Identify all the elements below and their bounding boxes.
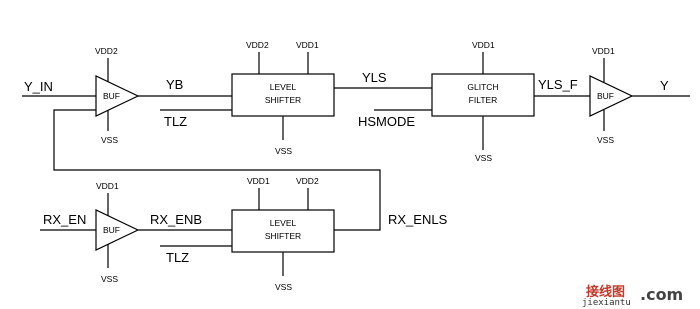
gf-vdd: VDD1 (472, 40, 495, 50)
signal-y: Y (660, 78, 669, 93)
buf-top-left-label: BUF (103, 91, 120, 101)
signal-yls-f: YLS_F (538, 77, 578, 92)
watermark-site: jiexiantu (582, 298, 631, 308)
ls-top-label2: SHIFTER (265, 95, 301, 105)
buf-top-right: BUF VDD1 VSS (589, 46, 634, 145)
signal-yls: YLS (362, 70, 387, 85)
wire-feedback-loop (53, 109, 381, 231)
buf-top-left-vdd: VDD2 (95, 46, 118, 56)
ls-top-label1: LEVEL (270, 82, 297, 92)
buf-bottom: BUF VDD1 VSS (95, 181, 140, 284)
signal-rx-enls: RX_ENLS (388, 212, 448, 227)
watermark: 接线图 jiexiantu .com (582, 284, 683, 308)
buf-top-left-vss: VSS (101, 135, 118, 145)
ls-top-vdd-left: VDD2 (246, 40, 269, 50)
signal-hsmode: HSMODE (358, 114, 415, 129)
buf-bottom-vss: VSS (101, 274, 118, 284)
buf-top-left: BUF VDD2 VSS (95, 46, 140, 145)
buf-top-right-label: BUF (597, 91, 614, 101)
gf-label1: GLITCH (467, 82, 498, 92)
signal-y-in: Y_IN (24, 79, 53, 94)
gf-label2: FILTER (469, 95, 498, 105)
buf-top-right-vss: VSS (597, 135, 614, 145)
level-shifter-bottom: LEVEL SHIFTER VDD1 VDD2 VSS (231, 176, 335, 292)
buf-bottom-label: BUF (103, 225, 120, 235)
signal-tlz-bottom: TLZ (166, 250, 189, 265)
watermark-domain: .com (640, 285, 683, 304)
ls-bottom-vdd-left: VDD1 (247, 176, 270, 186)
glitch-filter: GLITCH FILTER VDD1 VSS (431, 40, 535, 163)
ls-top-vdd-right: VDD1 (296, 40, 319, 50)
ls-bottom-vss: VSS (275, 282, 292, 292)
watermark-brand: 接线图 (586, 284, 625, 300)
ls-bottom-label1: LEVEL (270, 218, 297, 228)
signal-yb: YB (166, 77, 183, 92)
ls-bottom-label2: SHIFTER (265, 231, 301, 241)
level-shifter-top: LEVEL SHIFTER VDD2 VDD1 VSS (231, 40, 335, 156)
signal-rx-enb: RX_ENB (150, 212, 202, 227)
signal-tlz-top: TLZ (164, 114, 187, 129)
ls-bottom-vdd-right: VDD2 (296, 176, 319, 186)
buf-bottom-vdd: VDD1 (96, 181, 119, 191)
gf-vss: VSS (475, 153, 492, 163)
buf-top-right-vdd: VDD1 (592, 46, 615, 56)
ls-top-vss: VSS (275, 146, 292, 156)
signal-rx-en: RX_EN (43, 212, 86, 227)
